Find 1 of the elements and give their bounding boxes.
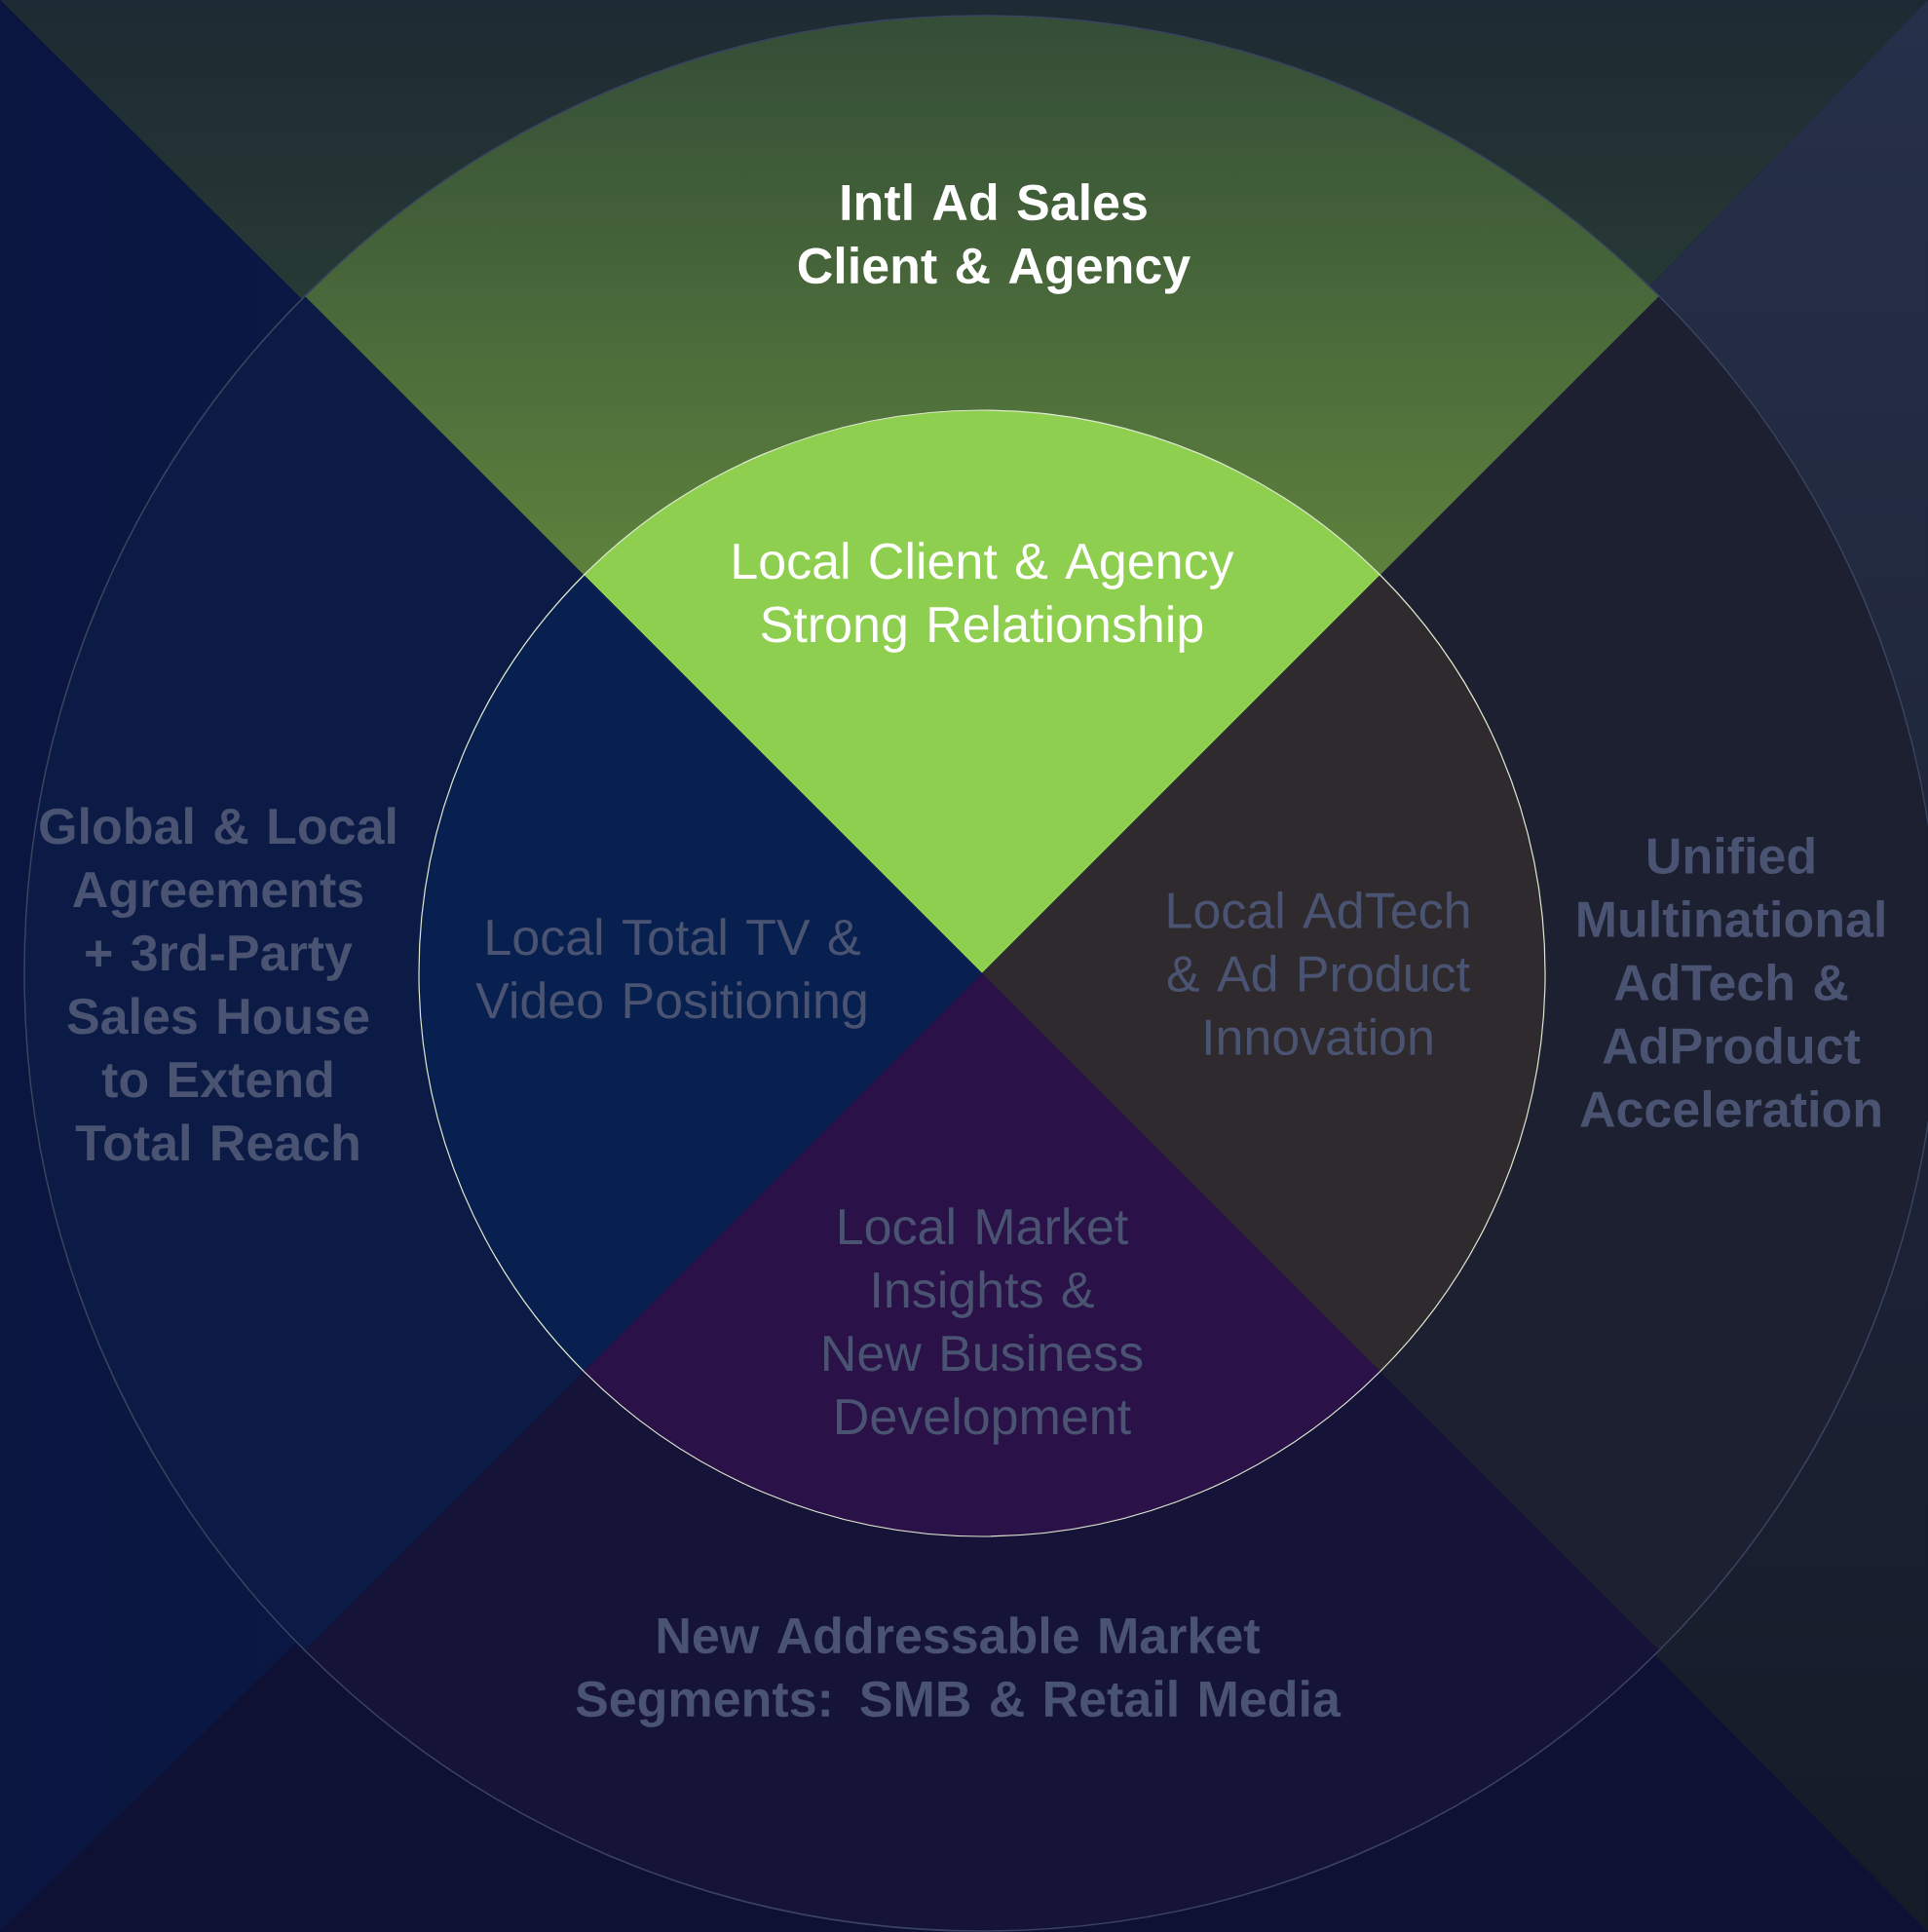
outer-sector: Intl Ad Sales Client & Agency [798, 183, 1191, 294]
